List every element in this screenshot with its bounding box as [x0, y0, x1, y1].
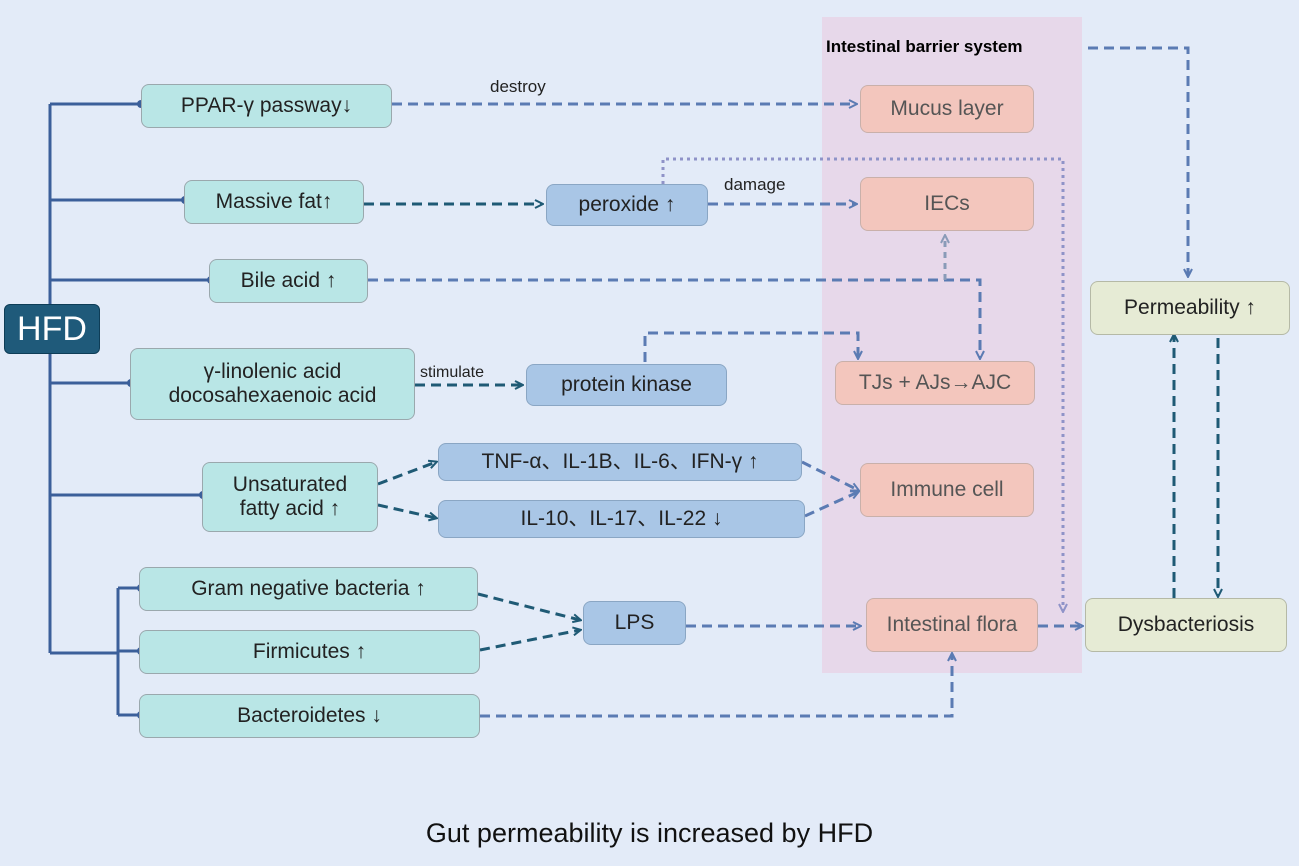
- node-massive-fat: Massive fat↑: [184, 180, 364, 224]
- label-destroy: destroy: [490, 77, 546, 96]
- node-peroxide: peroxide ↑: [546, 184, 708, 226]
- node-dysbacteriosis: Dysbacteriosis: [1085, 598, 1287, 652]
- node-hfd: HFD: [4, 304, 100, 354]
- label-damage: damage: [724, 175, 786, 194]
- arrow-unsat-il10: [377, 503, 436, 518]
- node-bile-acid: Bile acid ↑: [209, 259, 368, 303]
- node-ppar: PPAR-γ passway↓: [141, 84, 392, 128]
- hfd-branch-lines: [48, 102, 210, 717]
- arrow-gram-lps: [477, 592, 580, 620]
- node-protein-kinase: protein kinase: [526, 364, 727, 406]
- arrow-bact-flora: [480, 654, 952, 718]
- arrow-kinase-tjs: [643, 331, 858, 362]
- node-mucus-layer: Mucus layer: [860, 85, 1034, 133]
- arrow-barrier-perm: [1088, 46, 1188, 276]
- arrow-firm-lps: [479, 630, 580, 652]
- node-unsaturated-fatty-acid: Unsaturated fatty acid ↑: [202, 462, 378, 532]
- arrow-bile-tjs: [368, 278, 980, 358]
- node-il10-group: IL-10、IL-17、IL-22 ↓: [438, 500, 805, 538]
- node-permeability: Permeability ↑: [1090, 281, 1290, 335]
- intestinal-barrier-title: Intestinal barrier system: [826, 37, 1023, 56]
- arrow-tnf-immune: [801, 460, 858, 490]
- node-linolenic: γ-linolenic acid docosahexaenoic acid: [130, 348, 415, 420]
- node-tjs-ajs: TJs + AJs→AJC: [835, 361, 1035, 405]
- arrow-unsat-tnf: [377, 462, 436, 486]
- label-stimulate: stimulate: [420, 364, 485, 381]
- node-gram-negative: Gram negative bacteria ↑: [139, 567, 478, 611]
- figure-caption: Gut permeability is increased by HFD: [425, 818, 874, 848]
- node-iecs: IECs: [860, 177, 1034, 231]
- node-lps: LPS: [583, 601, 686, 645]
- node-tnf-group: TNF-α、IL-1B、IL-6、IFN-γ ↑: [438, 443, 802, 481]
- arrow-il10-immune: [804, 492, 858, 518]
- node-intestinal-flora: Intestinal flora: [866, 598, 1038, 652]
- node-immune-cell: Immune cell: [860, 463, 1034, 517]
- node-bacteroidetes: Bacteroidetes ↓: [139, 694, 480, 738]
- arrow-peroxide-dysb: [661, 157, 1063, 611]
- node-firmicutes: Firmicutes ↑: [139, 630, 480, 674]
